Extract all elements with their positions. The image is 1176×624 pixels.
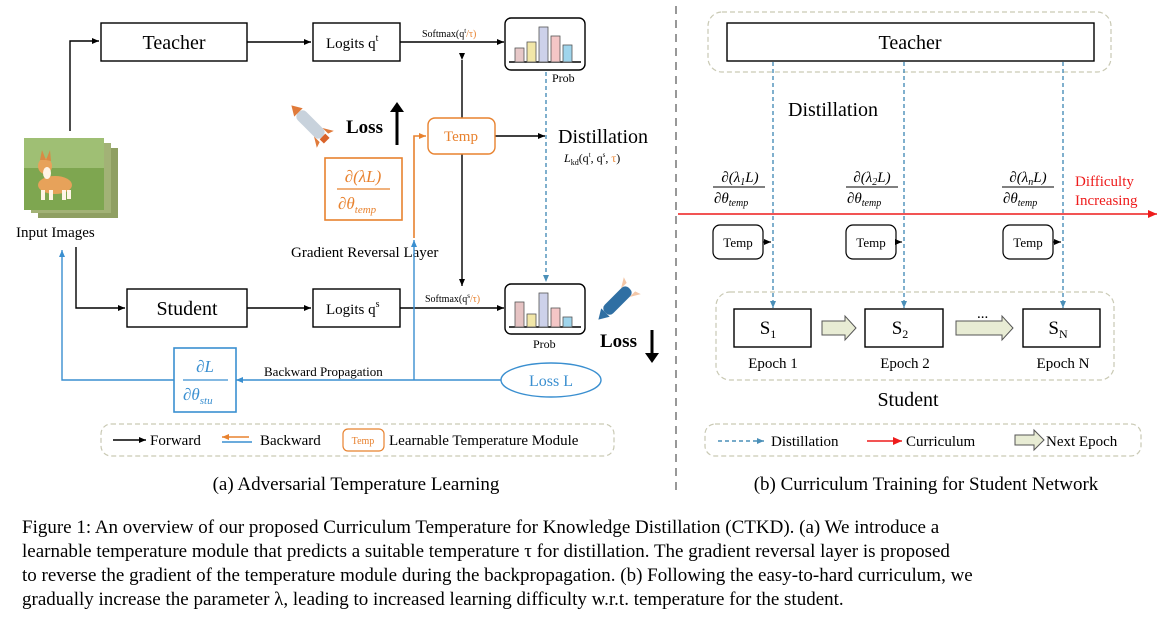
student-label: Student [156,298,218,320]
epoch2-label: Epoch 2 [880,356,930,372]
softmax-teacher-label: Softmax(qt/τ) [422,27,476,40]
grad-fraction-2: ∂(λ2L) ∂θtemp [846,170,898,209]
loss-down-label: Loss [600,331,637,352]
temp-module [427,117,496,155]
s1-box [733,308,812,348]
grad-fraction-1: ∂(λ1L) ∂θtemp [713,170,765,209]
svg-text:∂(λ1L): ∂(λ1L) [721,170,758,188]
legend-temp: Temp [352,436,375,447]
input-images [24,138,118,218]
legend-next-epoch-icon [1014,428,1045,452]
logits-teacher-box [312,22,401,62]
s2-box [864,308,944,348]
epochn-label: Epoch N [1037,356,1090,372]
caption-b: (b) Curriculum Training for Student Netw… [754,474,1099,495]
legend-next-epoch: Next Epoch [1046,434,1118,450]
ctkd-figure: Teacher Student Logits qt Logits qs [16,6,1157,496]
legend-a [100,423,615,457]
epoch1-label: Epoch 1 [748,356,798,372]
grad-temp-den: ∂θtemp [338,194,377,216]
student-group [715,291,1115,381]
figure-caption: Figure 1: An overview of our proposed Cu… [22,516,1166,612]
svg-text:S2: S2 [892,318,909,341]
prob-student-label: Prob [533,337,556,351]
loss-ell-label: Loss L [529,373,573,390]
softmax-student-label: Softmax(qs/τ) [425,292,480,305]
caption-line-4: gradually increase the parameter λ, lead… [22,589,844,610]
grad-stu-num: ∂L [196,357,214,376]
corgi-icon [38,150,72,200]
grl-label: Gradient Reversal Layer [291,245,438,261]
ellipsis: ... [977,306,988,322]
teacher-box [100,22,248,62]
next-epoch-arrow-1 [821,314,857,342]
svg-text:∂(λnL): ∂(λnL) [1009,170,1046,188]
panel-a: Teacher Student Logits qt Logits qs [16,17,659,495]
caption-a: (a) Adversarial Temperature Learning [213,474,500,495]
prob-teacher-label: Prob [552,71,575,85]
rocket-icon [291,105,334,148]
svg-text:SN: SN [1048,318,1068,341]
svg-text:S1: S1 [760,318,777,341]
legend-module: Learnable Temperature Module [389,433,579,449]
temp-label: Temp [444,129,478,145]
distillation-label: Distillation [558,126,648,148]
legend-backward: Backward [260,433,321,449]
loss-up-label: Loss [346,117,383,138]
student-label-b: Student [877,389,939,411]
prob-histogram-student [504,283,586,335]
teacher-box-b [726,22,1095,62]
next-epoch-arrow-2 [955,314,1014,342]
grad-fraction-n: ∂(λnL) ∂θtemp [1002,170,1054,209]
grad-temp-num: ∂(λL) [345,167,382,186]
svg-text:Temp: Temp [723,235,752,250]
panel-b: Teacher Distillation ∂(λ1L) ∂θtemp ∂(λ2L… [678,11,1157,495]
prob-histogram-teacher [504,17,586,71]
sn-box [1022,308,1101,348]
svg-text:∂θtemp: ∂θtemp [714,191,748,209]
distillation-label-b: Distillation [788,99,878,121]
teacher-label: Teacher [143,32,206,54]
svg-text:∂(λ2L): ∂(λ2L) [853,170,890,188]
caption-line-1: Figure 1: An overview of our proposed Cu… [22,517,940,538]
student-box [126,288,248,328]
rocket-down-icon [598,277,641,320]
logits-teacher-label: Logits qt [326,33,379,52]
legend-distillation: Distillation [771,434,839,450]
svg-text:Temp: Temp [1013,235,1042,250]
svg-text:∂θtemp: ∂θtemp [1003,191,1037,209]
lkd-formula: Lkd(qt, qs, τ) [563,151,620,167]
legend-curriculum: Curriculum [906,434,975,450]
caption-line-2: learnable temperature module that predic… [22,541,950,562]
logits-student-label: Logits qs [326,299,380,318]
difficulty-line2: Increasing [1075,193,1138,209]
svg-text:∂θtemp: ∂θtemp [847,191,881,209]
teacher-label-b: Teacher [879,32,942,54]
legend-forward: Forward [150,433,201,449]
difficulty-line1: Difficulty [1075,174,1134,190]
grad-stu-den: ∂θstu [183,385,213,407]
legend-b [704,423,1142,457]
caption-line-3: to reverse the gradient of the temperatu… [22,565,973,586]
backprop-label: Backward Propagation [264,364,383,379]
teacher-group [707,11,1112,73]
input-images-label: Input Images [16,225,95,241]
svg-text:Temp: Temp [856,235,885,250]
